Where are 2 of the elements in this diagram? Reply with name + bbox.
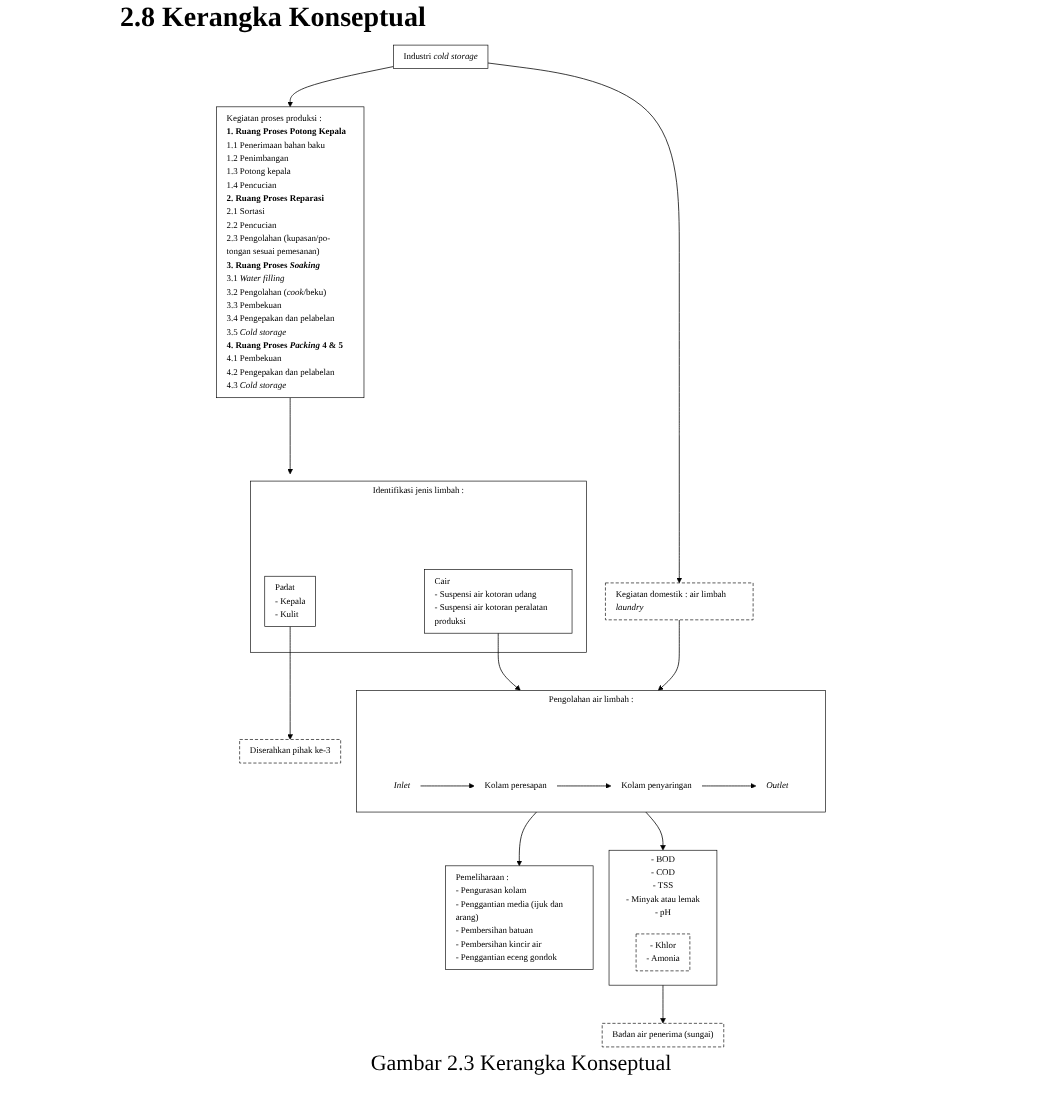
figure-caption: Gambar 2.3 Kerangka Konseptual bbox=[368, 1052, 674, 1080]
diagram-title: 2.8 Kerangka Konseptual bbox=[120, 4, 428, 38]
